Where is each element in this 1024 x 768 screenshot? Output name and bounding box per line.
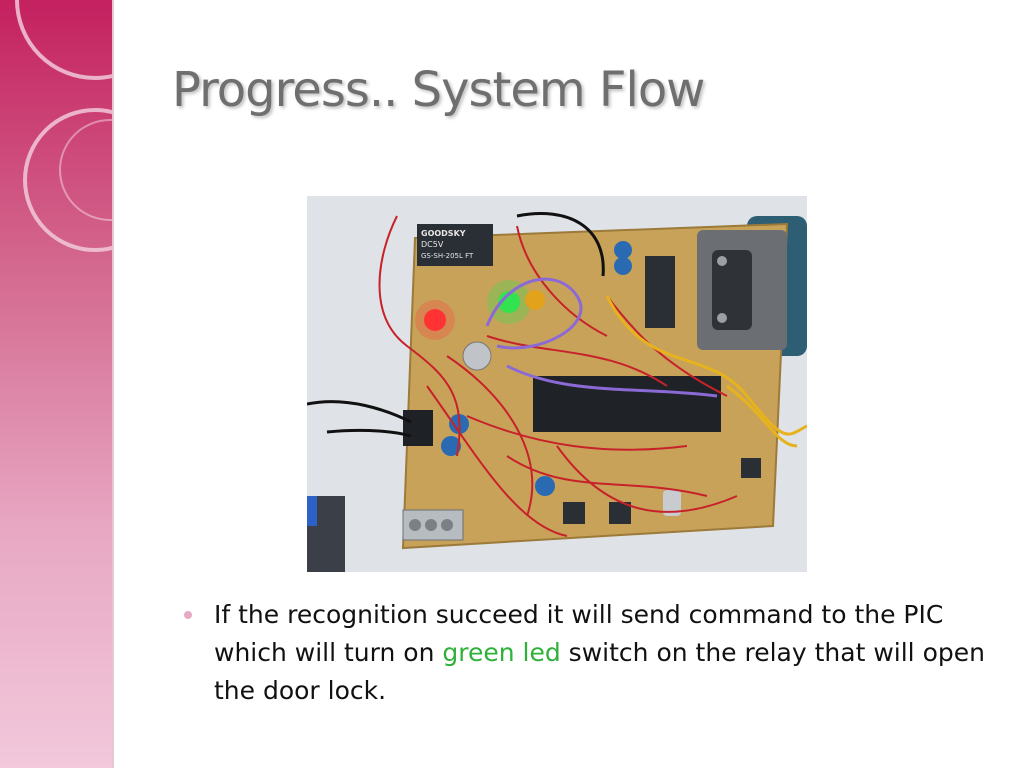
black-wires bbox=[307, 212, 605, 438]
capacitor bbox=[441, 436, 461, 456]
capacitor bbox=[614, 257, 632, 275]
push-button bbox=[741, 458, 761, 478]
push-button bbox=[609, 502, 631, 524]
sidebar-circle-middle bbox=[23, 108, 112, 252]
sidebar-circles bbox=[15, 0, 112, 252]
sidebar-circle-inner bbox=[59, 119, 112, 221]
buzzer bbox=[462, 341, 492, 371]
purple-wires bbox=[485, 277, 718, 398]
relay: GOODSKY DC5V GS-SH-205L FT bbox=[417, 224, 493, 266]
green-led bbox=[498, 291, 520, 313]
bullet-marker bbox=[184, 611, 192, 619]
capacitor bbox=[535, 476, 555, 496]
relay-model-label: GS-SH-205L FT bbox=[421, 252, 474, 260]
serial-connector bbox=[697, 230, 787, 350]
crystal bbox=[663, 490, 681, 516]
red-wires bbox=[378, 215, 738, 537]
bullet-text-before: If the recognition succeed it will send … bbox=[214, 600, 944, 667]
sidebar-circle-top bbox=[15, 0, 112, 80]
bullet-item: If the recognition succeed it will send … bbox=[214, 596, 994, 710]
push-button bbox=[563, 502, 585, 524]
capacitor bbox=[614, 241, 632, 259]
bullet-text-after: switch on the relay that will open the d… bbox=[214, 638, 985, 705]
relay-voltage-label: DC5V bbox=[421, 240, 444, 249]
sidebar-decoration bbox=[0, 0, 112, 768]
circuit-board-photo: GOODSKY DC5V GS-SH-205L FT bbox=[307, 196, 807, 572]
red-led bbox=[424, 309, 446, 331]
voltage-regulator bbox=[403, 410, 433, 446]
yellow-wires bbox=[605, 295, 807, 448]
slide-title: Progress.. System Flow bbox=[172, 62, 705, 118]
yellow-led bbox=[525, 290, 545, 310]
relay-brand-label: GOODSKY bbox=[421, 229, 466, 238]
small-ic bbox=[645, 256, 675, 328]
bullet-text-highlight: green led bbox=[442, 638, 561, 667]
sidebar-divider bbox=[112, 0, 114, 768]
